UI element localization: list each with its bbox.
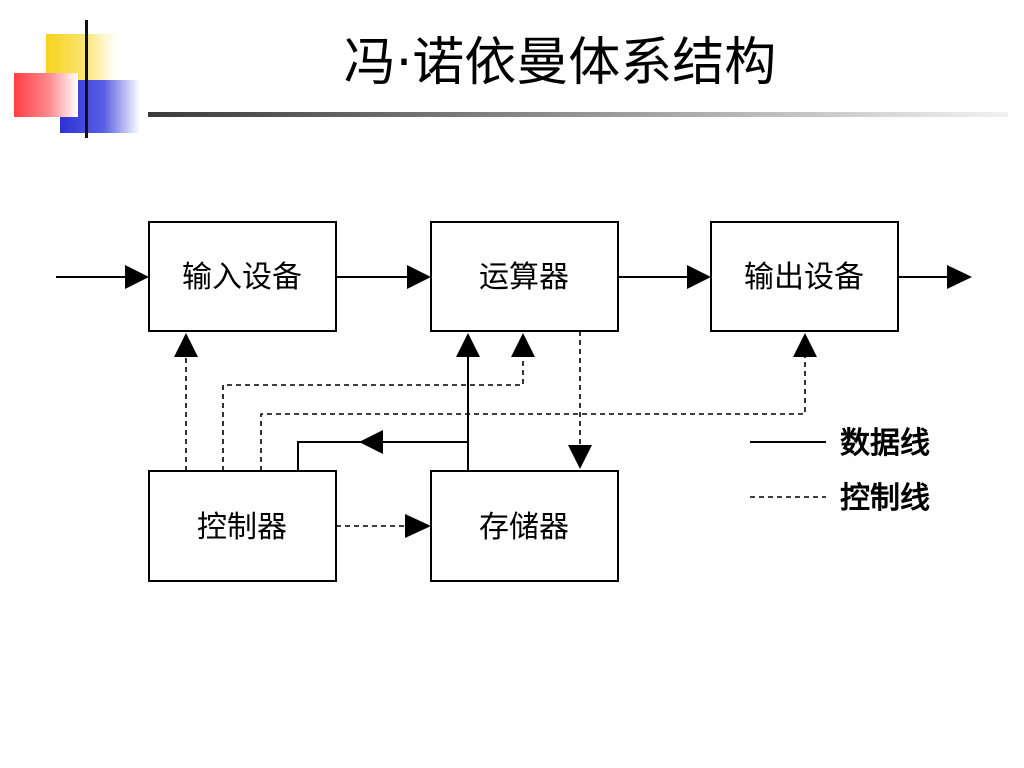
input-device-label: 输入设备 [182, 260, 302, 295]
arrow-left-to-control [359, 430, 383, 454]
legend-data-line-label: 数据线 [840, 426, 930, 461]
control-lines [185, 331, 806, 527]
arrow-up-to-alu-control [511, 333, 535, 357]
data-line-to-control [297, 441, 363, 471]
control-line-to-output [260, 355, 806, 471]
title-underline [148, 112, 1008, 117]
page-title: 冯·诺依曼体系结构 [343, 33, 777, 93]
arrow-up-to-input [174, 333, 198, 357]
memory-label: 存储器 [479, 510, 569, 545]
legend: 数据线 控制线 [750, 426, 930, 516]
control-line-to-alu [222, 355, 524, 471]
arrow-into-alu [407, 265, 431, 289]
arrow-up-to-output [793, 333, 817, 357]
arrow-into-input [125, 265, 149, 289]
arrow-into-memory [405, 514, 431, 538]
legend-control-line-label: 控制线 [840, 481, 930, 516]
arrow-up-to-alu-data [456, 333, 480, 357]
alu-label: 运算器 [479, 260, 569, 295]
decorative-vertical-line [85, 20, 88, 138]
control-unit-label: 控制器 [197, 510, 287, 545]
decorative-red-square [14, 73, 78, 117]
output-device-label: 输出设备 [744, 260, 864, 295]
arrow-down-to-memory [568, 445, 592, 469]
arrow-out-of-output [947, 265, 972, 289]
data-lines [56, 276, 947, 471]
arrow-into-output [687, 265, 711, 289]
arrowheads [125, 265, 972, 538]
